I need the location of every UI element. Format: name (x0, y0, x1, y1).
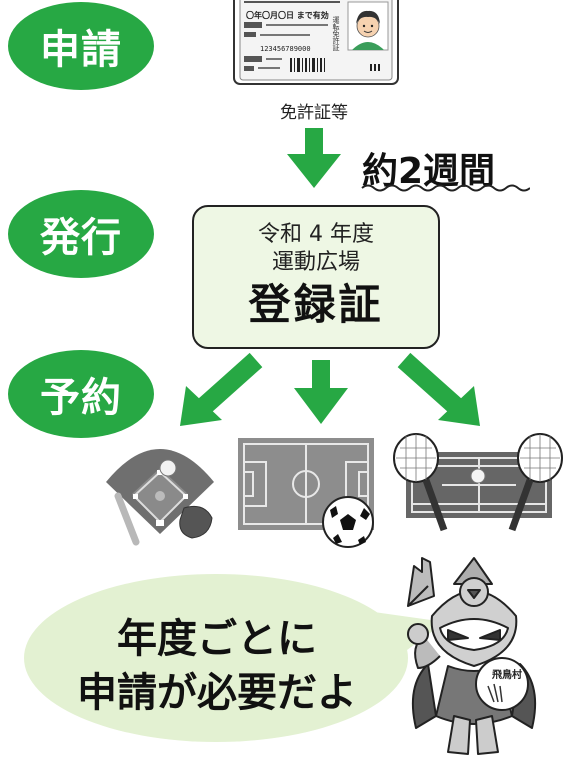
cert-year: 令和 4 年度 (258, 222, 374, 247)
soccer-field-icon (238, 438, 374, 548)
license-date-text: 〇年〇月〇日 まで有効 (246, 10, 329, 20)
duration-underline-wave (361, 184, 530, 192)
step-apply-label: 申請 (40, 27, 122, 73)
duration-text: 約2週間 (362, 151, 496, 192)
step-book-label: 予約 (40, 375, 122, 421)
cert-facility: 運動広場 (271, 250, 360, 275)
soccer-ball-icon (322, 496, 374, 548)
license-card-icon: 〇年〇月〇日 まで有効 123456789000 運転免許証 (233, 0, 399, 85)
baseball-field-icon (106, 449, 214, 546)
arrow-down-right-icon (397, 352, 480, 426)
arrow-down-icon (294, 360, 348, 424)
step-issue-badge: 発行 (8, 190, 154, 278)
step-book-badge: 予約 (8, 350, 154, 438)
license-type-text: 運転免許証 (332, 15, 340, 52)
speech-line-2: 申請が必要だよ (77, 670, 357, 716)
speech-line-1: 年度ごとに (117, 616, 317, 662)
cert-title: 登録証 (248, 280, 384, 329)
step-apply-badge: 申請 (8, 2, 154, 90)
license-label: 免許証等 (280, 103, 348, 123)
license-number-text: 123456789000 (260, 45, 311, 53)
mascot-badge-text: 飛鳥村 (491, 668, 522, 681)
mascot-character: 飛鳥村 (407, 557, 537, 755)
tennis-court-icon (393, 433, 563, 532)
registration-certificate: 令和 4 年度 運動広場 登録証 (192, 205, 440, 349)
arrow-down-icon (287, 128, 341, 188)
arrow-down-left-icon (180, 352, 263, 426)
speech-bubble-text: 年度ごとに 申請が必要だよ (22, 612, 412, 720)
step-issue-label: 発行 (40, 215, 122, 261)
